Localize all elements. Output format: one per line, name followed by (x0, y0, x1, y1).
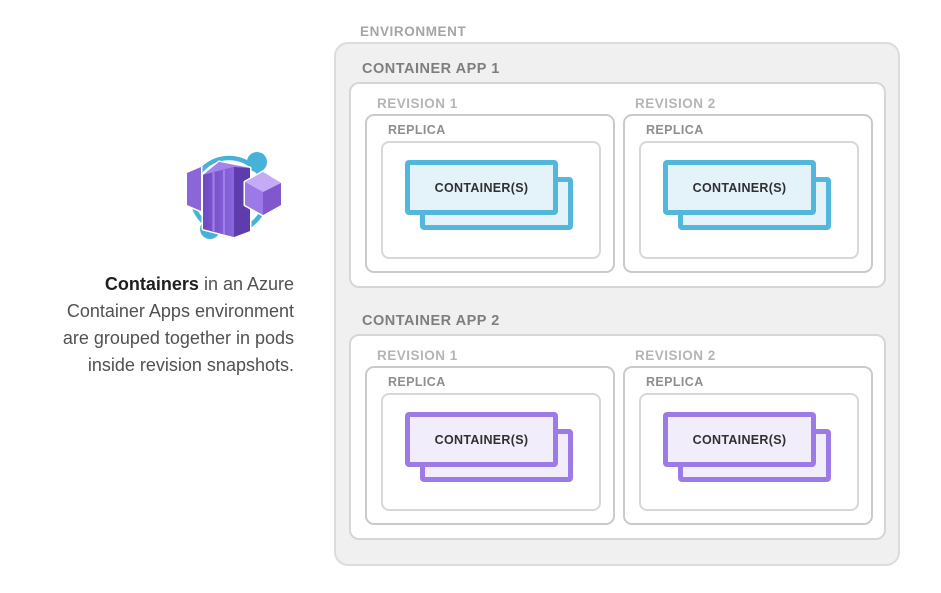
app1-rev1-replica-box: CONTAINER(S) (381, 141, 601, 259)
app2-rev2-container-front: CONTAINER(S) (663, 412, 816, 467)
app1-rev1-container-label: CONTAINER(S) (434, 180, 529, 195)
container-app-2-box: REVISION 1 REPLICA CONTAINER(S) REVISION… (349, 334, 886, 540)
container-app-1-box: REVISION 1 REPLICA CONTAINER(S) REVISION… (349, 82, 886, 288)
app1-rev2-replica-label: REPLICA (646, 123, 704, 137)
app2-rev2-replica-label: REPLICA (646, 375, 704, 389)
app1-revision-2-box: REPLICA CONTAINER(S) (623, 114, 873, 273)
environment-label: ENVIRONMENT (360, 24, 467, 39)
app2-revision-1-box: REPLICA CONTAINER(S) (365, 366, 615, 525)
caption-bold-word: Containers (104, 274, 199, 294)
app1-revision-1-label: REVISION 1 (377, 96, 458, 111)
caption: Containers in an Azure Container Apps en… (0, 271, 294, 379)
app1-revision-1: REVISION 1 REPLICA CONTAINER(S) (365, 96, 615, 286)
app2-rev1-replica-label: REPLICA (388, 375, 446, 389)
app2-revision-1-label: REVISION 1 (377, 348, 458, 363)
environment-box: CONTAINER APP 1 REVISION 1 REPLICA CONTA… (334, 42, 900, 566)
caption-line-4: inside revision snapshots. (87, 355, 294, 375)
azure-container-apps-icon (185, 146, 284, 244)
app1-revision-1-box: REPLICA CONTAINER(S) (365, 114, 615, 273)
icon-dot-top-right (247, 152, 267, 172)
app1-rev1-container-front: CONTAINER(S) (405, 160, 558, 215)
app2-rev1-container-label: CONTAINER(S) (434, 432, 529, 447)
app2-rev2-replica-box: CONTAINER(S) (639, 393, 859, 511)
container-app-1-section: CONTAINER APP 1 REVISION 1 REPLICA CONTA… (336, 61, 898, 288)
container-app-2-section: CONTAINER APP 2 REVISION 1 REPLICA CONTA… (336, 313, 898, 540)
caption-line-1-rest: in an Azure (198, 274, 294, 294)
caption-line-1: Containers in an Azure (0, 271, 294, 298)
caption-line-2: Container Apps environment (66, 301, 294, 321)
app1-revision-2: REVISION 2 REPLICA CONTAINER(S) (623, 96, 873, 286)
container-app-1-label: CONTAINER APP 1 (362, 61, 500, 77)
azure-container-apps-icon-svg (185, 152, 283, 239)
icon-box-top-face (203, 162, 250, 175)
app2-rev2-container-label: CONTAINER(S) (692, 432, 787, 447)
app1-revision-2-label: REVISION 2 (635, 96, 716, 111)
app2-revision-2-label: REVISION 2 (635, 348, 716, 363)
caption-line-3: are grouped together in pods (62, 328, 294, 348)
app1-rev2-container-label: CONTAINER(S) (692, 180, 787, 195)
app2-rev1-container-front: CONTAINER(S) (405, 412, 558, 467)
container-app-2-label: CONTAINER APP 2 (362, 313, 500, 329)
icon-left-flap (185, 165, 203, 213)
app2-revision-1: REVISION 1 REPLICA CONTAINER(S) (365, 348, 615, 538)
app1-rev1-replica-label: REPLICA (388, 123, 446, 137)
app2-revision-2: REVISION 2 REPLICA CONTAINER(S) (623, 348, 873, 538)
app2-revision-2-box: REPLICA CONTAINER(S) (623, 366, 873, 525)
icon-box-front-face (203, 167, 234, 237)
app1-rev2-container-front: CONTAINER(S) (663, 160, 816, 215)
icon-cube-top-face (245, 172, 281, 192)
icon-cube-right-face (263, 183, 281, 215)
app1-rev2-replica-box: CONTAINER(S) (639, 141, 859, 259)
app2-rev1-replica-box: CONTAINER(S) (381, 393, 601, 511)
